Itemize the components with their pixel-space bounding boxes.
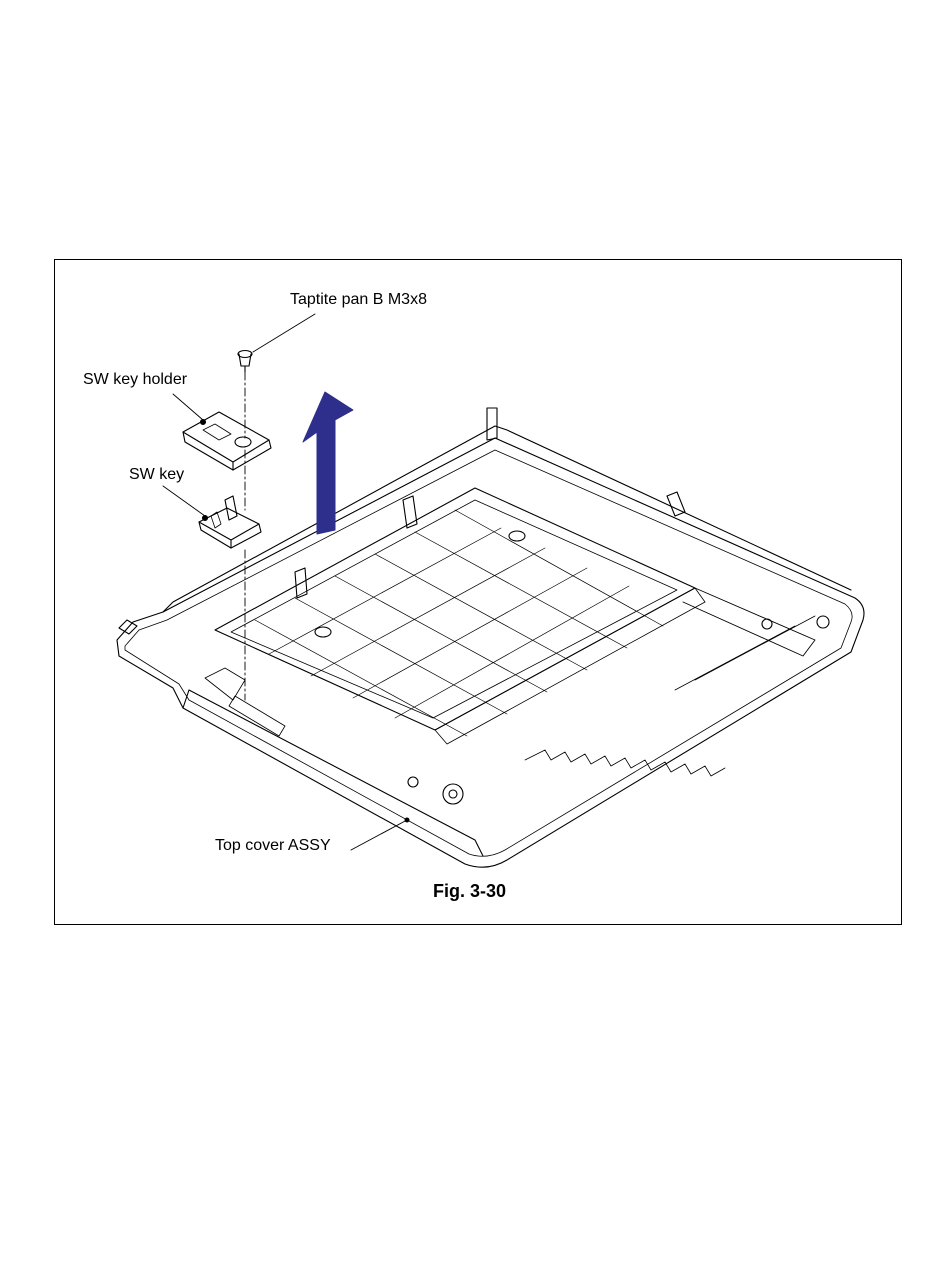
leader-line-sw-key <box>163 486 205 516</box>
parts-diagram <box>55 260 901 924</box>
figure-caption: Fig. 3-30 <box>433 882 506 900</box>
leader-line-sw-key-holder <box>173 394 203 420</box>
sw-key <box>199 496 261 548</box>
top-cover-assy-label: Top cover ASSY <box>215 838 331 854</box>
screw-taptite-pan-b-m3x8 <box>238 351 252 373</box>
screw-label: Taptite pan B M3x8 <box>290 292 427 308</box>
figure-frame: Taptite pan B M3x8 SW key holder SW key … <box>54 259 902 925</box>
leader-line-top-cover <box>351 820 407 850</box>
top-cover-assy <box>117 408 864 867</box>
up-arrow-icon <box>303 392 353 534</box>
sw-key-label: SW key <box>129 467 184 483</box>
sw-key-holder <box>183 412 271 470</box>
leader-line-screw <box>253 314 315 352</box>
sw-key-holder-label: SW key holder <box>83 372 187 388</box>
leader-lines <box>163 314 407 850</box>
